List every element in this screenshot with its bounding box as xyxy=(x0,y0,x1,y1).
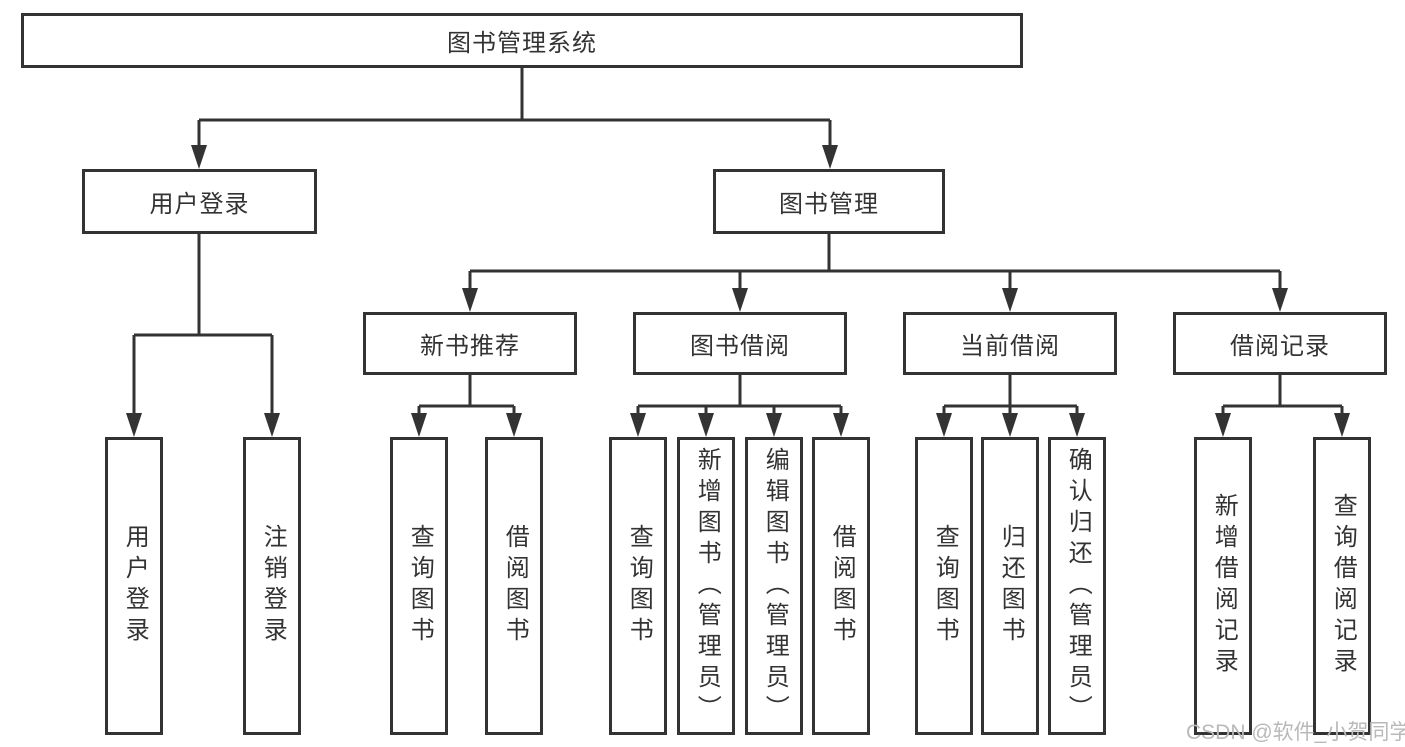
node-book-borrow: 图书借阅 xyxy=(633,312,847,375)
leaf-borrow-edit-admin-label: 编辑图书（管理员） xyxy=(761,446,789,726)
node-book-borrow-label: 图书借阅 xyxy=(690,333,790,360)
leaf-borrow-add-admin-label: 新增图书（管理员） xyxy=(693,446,721,726)
node-new-book-recommend-label: 新书推荐 xyxy=(420,333,520,360)
leaf-record-query-label: 查询借阅记录 xyxy=(1329,493,1357,679)
node-book-management-label: 图书管理 xyxy=(779,191,879,218)
node-borrow-records: 借阅记录 xyxy=(1173,312,1387,375)
node-root-label: 图书管理系统 xyxy=(447,30,597,57)
leaf-logout-label: 注销登录 xyxy=(259,524,287,648)
arrowheads-leaves xyxy=(411,413,1350,437)
leaf-borrow-query: 查询图书 xyxy=(609,437,667,735)
connector-userlogin-to-leaves xyxy=(132,234,274,418)
leaf-current-confirm-admin: 确认归还（管理员） xyxy=(1048,437,1106,735)
leaf-current-query-label: 查询图书 xyxy=(931,524,959,648)
node-user-login-label: 用户登录 xyxy=(149,191,250,218)
leaf-borrow-book: 借阅图书 xyxy=(812,437,870,735)
leaf-current-return-label: 归还图书 xyxy=(997,524,1025,648)
csdn-watermark: CSDN @软件_小贺同学 xyxy=(1186,721,1405,744)
leaf-borrow-add-admin: 新增图书（管理员） xyxy=(677,437,735,735)
leaf-user-login-label: 用户登录 xyxy=(121,524,149,648)
leaf-current-query: 查询图书 xyxy=(915,437,973,735)
arrowheads-userlogin-leaves xyxy=(126,413,280,437)
leaf-newbook-query: 查询图书 xyxy=(390,437,448,735)
leaf-newbook-borrow: 借阅图书 xyxy=(485,437,543,735)
connector-newbook-to-leaves xyxy=(417,375,516,418)
connector-records-to-leaves xyxy=(1221,375,1344,418)
leaf-borrow-edit-admin: 编辑图书（管理员） xyxy=(745,437,803,735)
node-new-book-recommend: 新书推荐 xyxy=(363,312,577,375)
leaf-borrow-book-label: 借阅图书 xyxy=(828,524,856,648)
connector-current-to-leaves xyxy=(942,375,1079,418)
node-borrow-records-label: 借阅记录 xyxy=(1230,333,1330,360)
node-book-management: 图书管理 xyxy=(713,169,945,234)
leaf-newbook-borrow-label: 借阅图书 xyxy=(501,524,529,648)
connector-root-to-level2 xyxy=(197,68,832,150)
leaf-current-confirm-admin-label: 确认归还（管理员） xyxy=(1064,446,1092,726)
node-current-borrow-label: 当前借阅 xyxy=(960,333,1060,360)
node-current-borrow: 当前借阅 xyxy=(903,312,1117,375)
leaf-borrow-query-label: 查询图书 xyxy=(625,524,653,648)
leaf-user-login: 用户登录 xyxy=(105,437,163,735)
leaf-newbook-query-label: 查询图书 xyxy=(406,524,434,648)
leaf-record-add-label: 新增借阅记录 xyxy=(1210,493,1238,679)
node-root: 图书管理系统 xyxy=(21,13,1023,68)
arrowheads-level3 xyxy=(462,288,1288,312)
leaf-record-add: 新增借阅记录 xyxy=(1194,437,1252,735)
connector-borrow-to-leaves xyxy=(636,375,843,418)
leaf-current-return: 归还图书 xyxy=(981,437,1039,735)
connector-bookmgmt-to-level3 xyxy=(468,233,1282,293)
node-user-login: 用户登录 xyxy=(82,169,317,234)
arrowheads-level2 xyxy=(191,145,838,169)
leaf-record-query: 查询借阅记录 xyxy=(1313,437,1371,735)
leaf-logout: 注销登录 xyxy=(243,437,301,735)
